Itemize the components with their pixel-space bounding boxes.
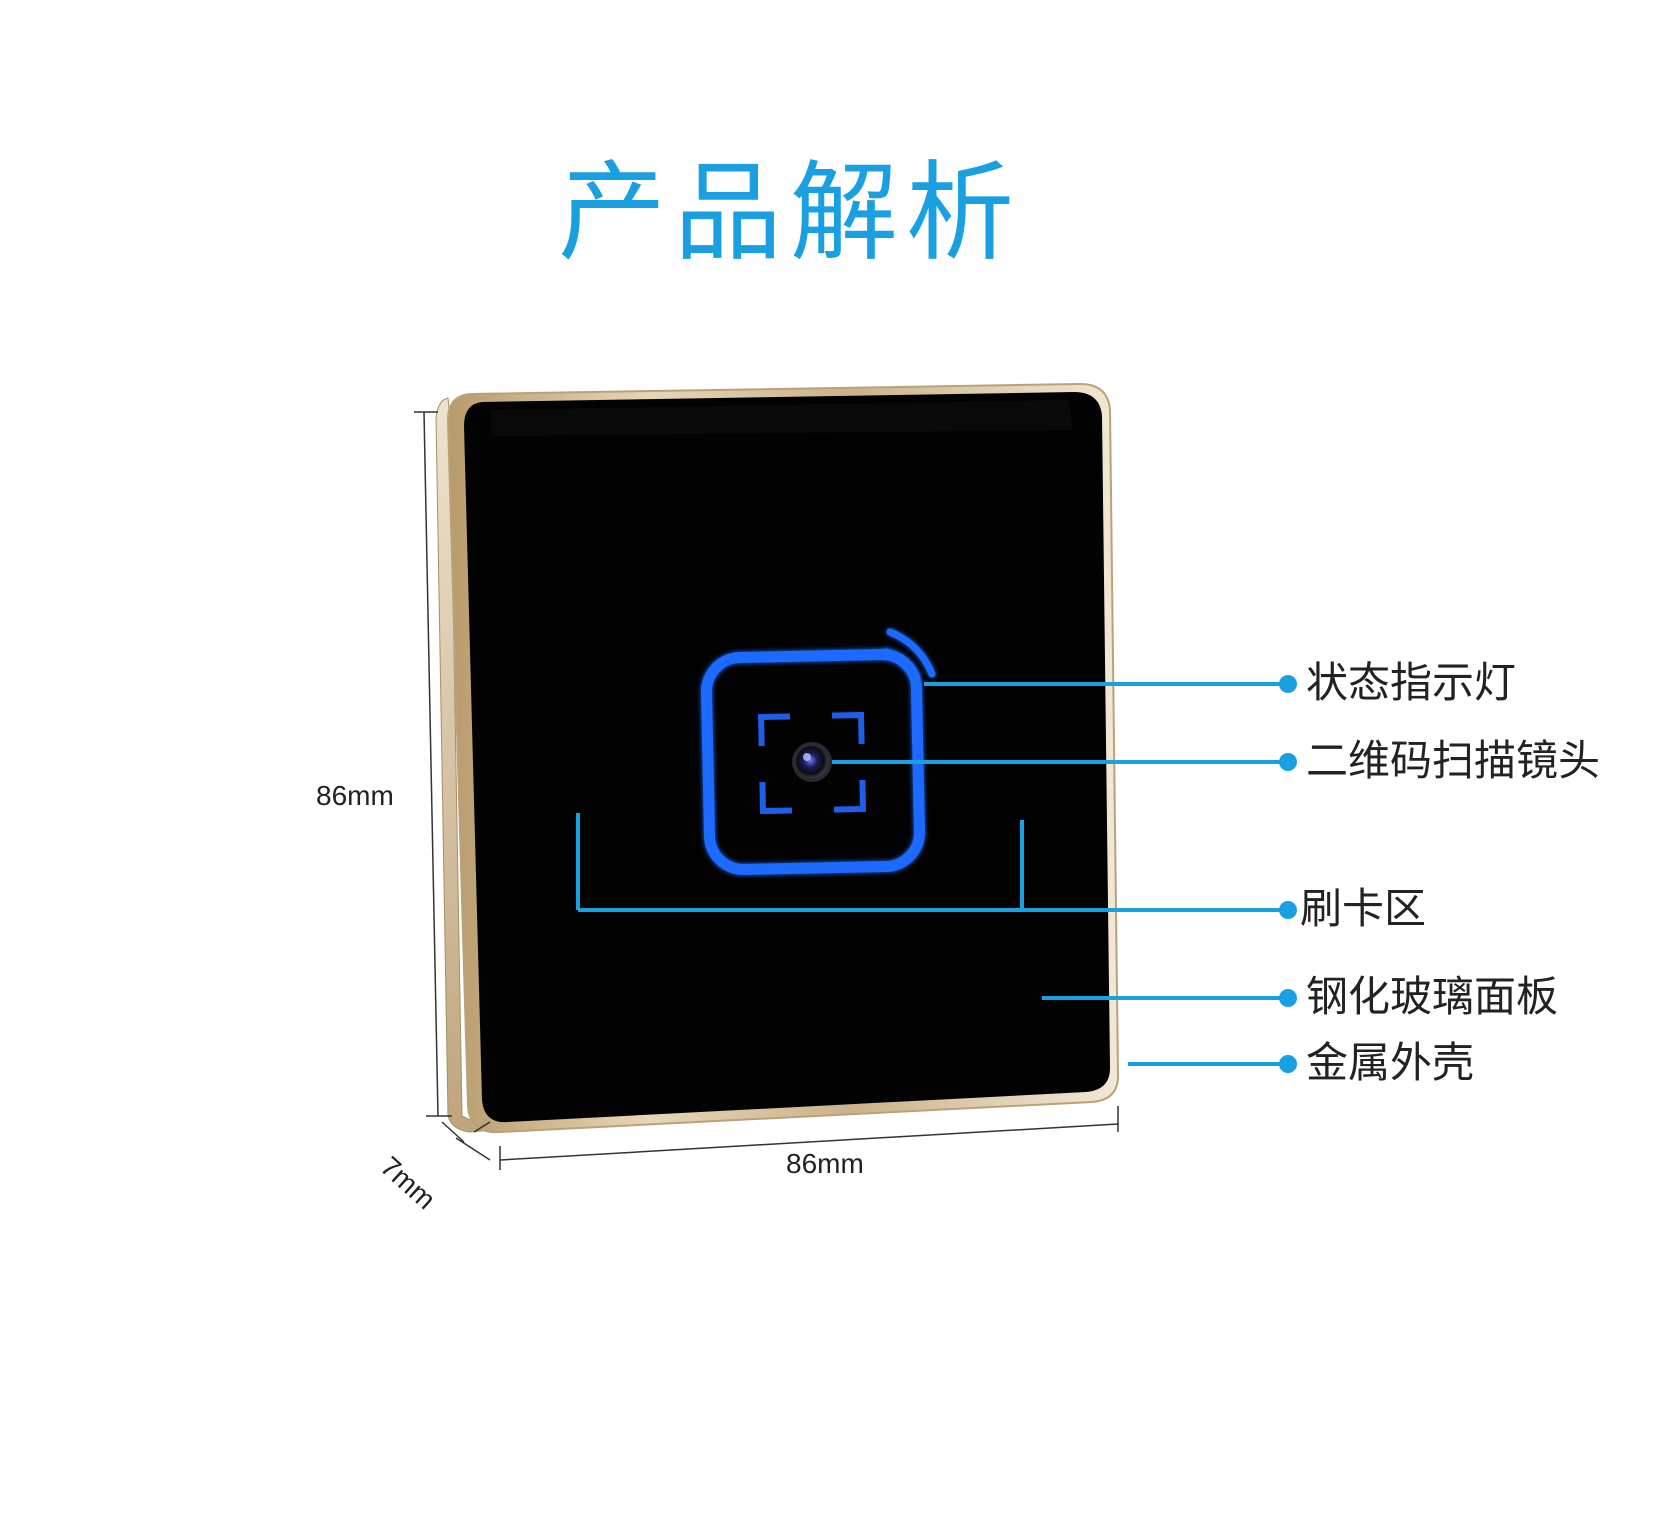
dimension-height-label: 86mm — [316, 780, 394, 811]
dimension-lines — [414, 411, 1119, 1170]
qr-scan-frame-icon — [757, 711, 867, 815]
callout-leader-lines — [832, 682, 1286, 1066]
callout-metal-shell: 金属外壳 — [1306, 1038, 1475, 1087]
callout-glass-panel: 钢化玻璃面板 — [1306, 972, 1559, 1021]
page-title: 产品解析 — [557, 151, 1022, 276]
card-reader-frame — [701, 649, 925, 875]
tempered-glass-panel — [464, 392, 1110, 1123]
dimension-width-label: 86mm — [786, 1148, 864, 1179]
callout-dots — [1279, 675, 1297, 1073]
callout-card-area: 刷卡区 — [1300, 884, 1427, 933]
camera-lens-icon — [792, 742, 832, 782]
callout-status-light: 状态指示灯 — [1306, 658, 1517, 707]
card-area-outline — [576, 813, 1286, 912]
metal-shell-side — [435, 397, 494, 1133]
callout-qr-scanner-lens: 二维码扫描镜头 — [1306, 736, 1601, 785]
